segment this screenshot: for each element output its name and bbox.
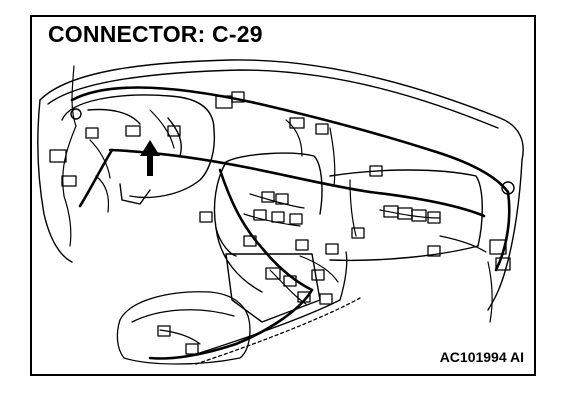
diagram-title: CONNECTOR: C-29 (48, 21, 263, 47)
grommets (70, 108, 515, 195)
figure-id-label: AC101994 AI (439, 349, 524, 365)
diagram-frame (30, 15, 536, 376)
connector-c29-arrow (140, 140, 160, 176)
center-console (116, 251, 361, 365)
dashboard-outline (37, 59, 524, 323)
connector-blocks (49, 91, 511, 355)
